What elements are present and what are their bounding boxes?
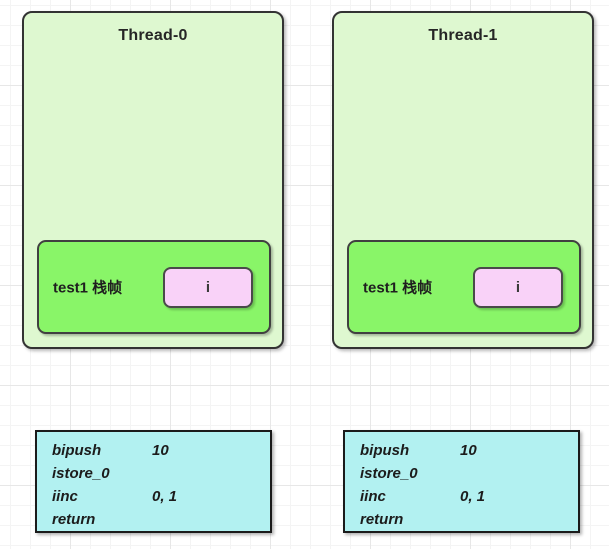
bytecode-opcode: istore_0 <box>360 465 418 482</box>
bytecode-line: iinc 0, 1 <box>360 485 572 508</box>
bytecode-opcode: bipush <box>360 442 410 459</box>
variable-label: i <box>515 279 521 296</box>
bytecode-operand: 10 <box>460 442 477 459</box>
thread-title: Thread-1 <box>428 27 498 44</box>
variable-label: i <box>205 279 211 296</box>
bytecode-line: istore_0 <box>52 462 264 485</box>
thread-box-0: Thread-0 test1 栈帧 i <box>22 11 284 349</box>
bytecode-opcode: iinc <box>360 488 386 505</box>
stack-frame-label: test1 栈帧 <box>53 279 123 297</box>
bytecode-opcode: bipush <box>52 442 102 459</box>
stack-frame: test1 栈帧 i <box>347 240 581 334</box>
stack-frame-label: test1 栈帧 <box>363 279 433 297</box>
bytecode-line: return <box>360 508 572 531</box>
thread-title: Thread-0 <box>118 27 188 44</box>
bytecode-operand: 10 <box>152 442 169 459</box>
bytecode-line: bipush 10 <box>360 439 572 462</box>
stack-frame: test1 栈帧 i <box>37 240 271 334</box>
thread-box-1: Thread-1 test1 栈帧 i <box>332 11 594 349</box>
bytecode-opcode: iinc <box>52 488 78 505</box>
bytecode-operand: 0, 1 <box>460 488 486 505</box>
bytecode-opcode: return <box>360 511 404 528</box>
bytecode-box-1: bipush 10 istore_0 iinc 0, 1 return <box>343 430 580 533</box>
bytecode-line: bipush 10 <box>52 439 264 462</box>
bytecode-line: istore_0 <box>360 462 572 485</box>
bytecode-line: return <box>52 508 264 531</box>
bytecode-opcode: istore_0 <box>52 465 110 482</box>
bytecode-opcode: return <box>52 511 96 528</box>
variable-box: i <box>163 267 253 308</box>
bytecode-box-0: bipush 10 istore_0 iinc 0, 1 return <box>35 430 272 533</box>
bytecode-operand: 0, 1 <box>152 488 178 505</box>
variable-box: i <box>473 267 563 308</box>
bytecode-line: iinc 0, 1 <box>52 485 264 508</box>
